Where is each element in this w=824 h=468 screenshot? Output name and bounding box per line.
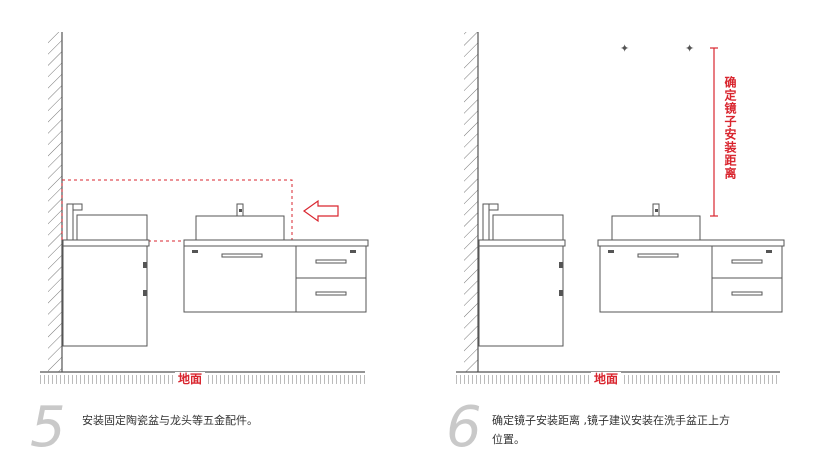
wall-mounted-vanity [62, 203, 150, 347]
mirror-distance-label: 确定镜子安装距离 [723, 76, 737, 180]
vanity-unit [597, 203, 785, 313]
drawer-handle [637, 253, 679, 258]
step-caption: 安装固定陶瓷盆与龙头等五金配件。 [82, 414, 258, 427]
wall-mounted-vanity [478, 203, 566, 347]
drawer-handle [221, 253, 263, 258]
step-number: 6 [446, 395, 482, 460]
drawer-handle [731, 291, 763, 296]
drawer-handle [315, 291, 347, 296]
floor-label: 地面 [175, 372, 206, 386]
mount-point-icon: ✦ [685, 42, 694, 55]
panel-step-6: ✦ ✦ [456, 32, 785, 384]
mirror-distance-dimension [710, 47, 718, 217]
floor-label: 地面 [591, 372, 622, 386]
mount-point-icon: ✦ [620, 42, 629, 55]
step-caption-line1: 确定镜子安装距离 ,镜子建议安装在洗手盆正上方 [492, 414, 730, 427]
step-caption-line2: 位置。 [492, 433, 525, 446]
drawer-handle [731, 259, 763, 264]
placement-dashed-outline [61, 179, 293, 242]
wall-hatch [464, 32, 478, 372]
step-number: 5 [30, 395, 66, 460]
move-left-arrow-icon [302, 199, 339, 223]
vanity-unit [183, 203, 369, 313]
panel-step-5 [40, 32, 369, 384]
wall-hatch [48, 32, 62, 372]
drawer-handle [315, 259, 347, 264]
